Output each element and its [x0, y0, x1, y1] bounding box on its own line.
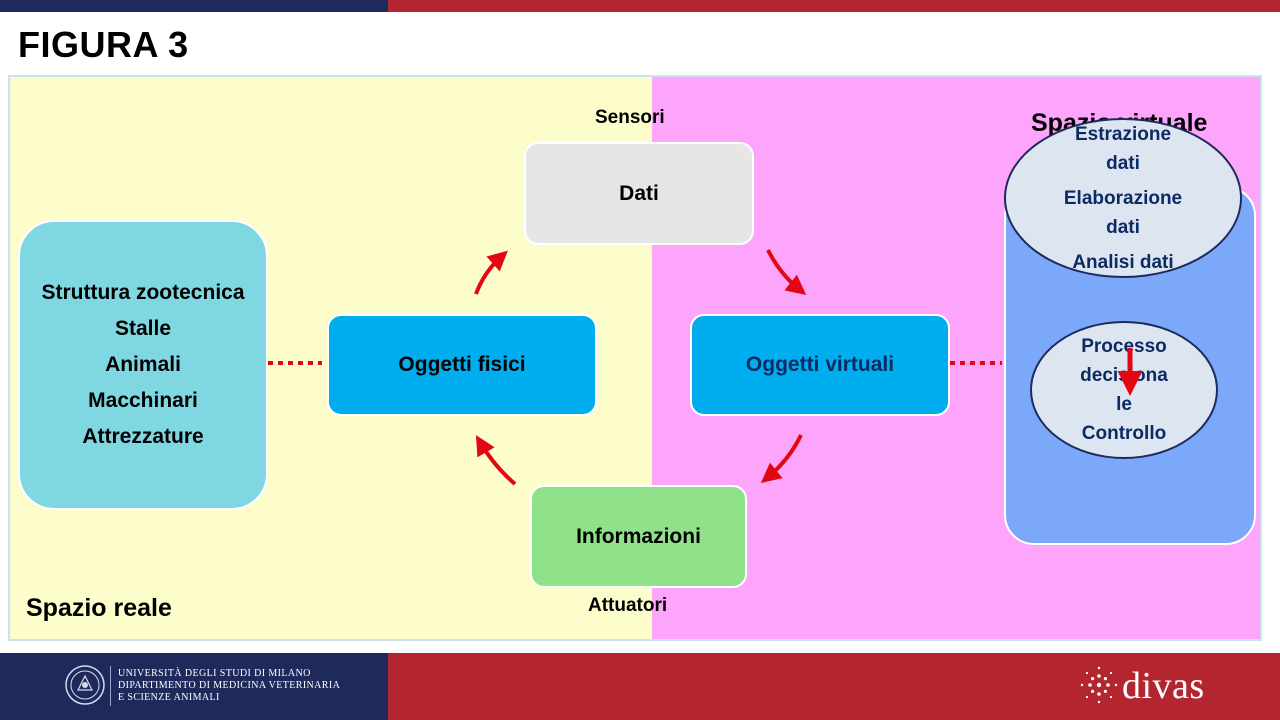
figure-title: FIGURA 3 [18, 24, 189, 65]
university-name: UNIVERSITÀ DEGLI STUDI DI MILANO DIPARTI… [118, 668, 340, 704]
real-elements-box: Struttura zootecnica Stalle Animali Macc… [18, 220, 268, 510]
real-item-machinery: Macchinari [88, 389, 198, 412]
divas-logo-icon [1080, 666, 1118, 704]
information-node: Informazioni [530, 485, 747, 588]
real-item-stables: Stalle [114, 317, 172, 340]
decision-line-4: Controllo [1081, 423, 1167, 444]
university-line-2: DIPARTIMENTO DI MEDICINA VETERINARIA [118, 680, 341, 691]
physical-objects-node: Oggetti fisici [327, 314, 597, 416]
footer-left-band [0, 653, 388, 720]
processing-line-4: dati [1106, 216, 1140, 238]
processing-line-3: Elaborazione [1063, 187, 1183, 209]
divas-brand: divas [1122, 665, 1205, 707]
decision-line-3: le [1116, 394, 1132, 415]
arrow-physical-to-data [474, 250, 508, 295]
sensors-label: Sensori [595, 107, 665, 128]
arrow-data-to-virtual [766, 249, 807, 295]
actuators-label: Attuatori [588, 595, 668, 616]
top-bar-right [388, 0, 1280, 12]
real-item-structure: Struttura zootecnica [41, 281, 245, 304]
real-space-label: Spazio reale [26, 594, 172, 622]
real-item-animals: Animali [105, 353, 181, 376]
decision-line-1: Processo [1081, 336, 1167, 357]
university-line-3: E SCIENZE ANIMALI [118, 692, 220, 703]
arrow-information-to-physical [475, 435, 517, 486]
real-item-equipment: Attrezzature [82, 425, 204, 448]
data-node: Dati [524, 142, 754, 245]
footer-right-band [388, 653, 1280, 720]
university-line-1: UNIVERSITÀ DEGLI STUDI DI MILANO [118, 668, 311, 679]
virtual-objects-node: Oggetti virtuali [690, 314, 950, 416]
footer-separator [110, 666, 111, 706]
processing-line-1: Estrazione [1074, 123, 1172, 145]
processing-line-2: dati [1106, 152, 1140, 174]
arrow-virtual-to-information [760, 434, 803, 484]
data-processing-ellipse: Estrazione dati Elaborazione dati Analis… [1004, 118, 1242, 278]
top-bar-left [0, 0, 388, 12]
university-seal-icon [65, 665, 105, 705]
processing-line-5: Analisi dati [1072, 251, 1174, 273]
